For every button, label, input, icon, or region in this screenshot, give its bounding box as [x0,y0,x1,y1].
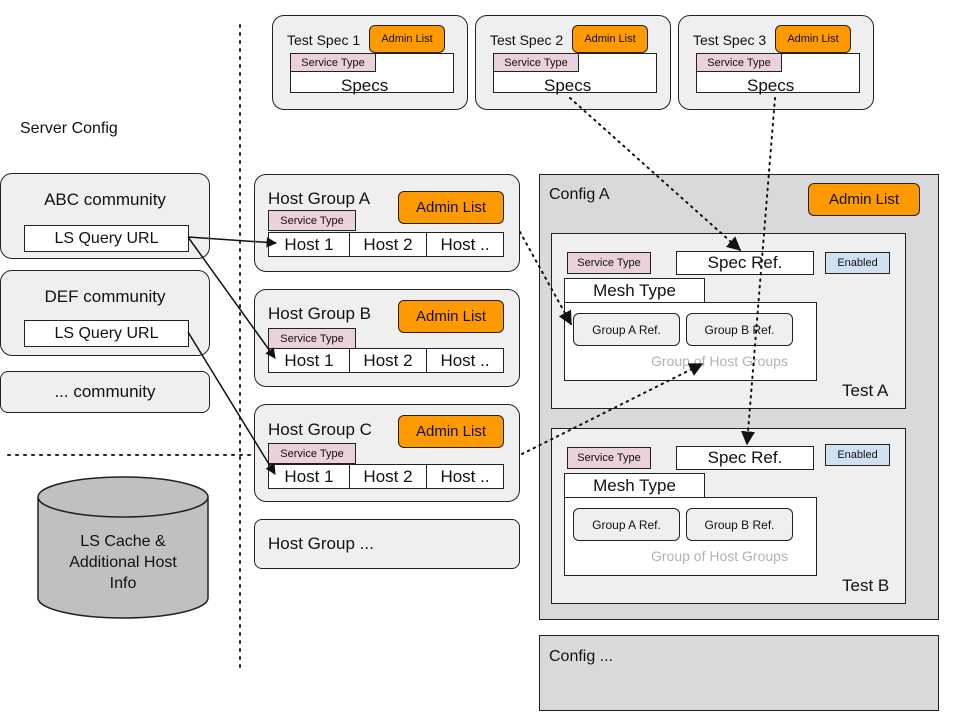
mesh-type-box: Mesh Type [564,278,705,303]
admin-list-badge: Admin List [369,25,445,53]
group-of-host-groups: Group A Ref. Group B Ref. Group of Host … [564,302,817,381]
test-spec-2: Test Spec 2 Admin List Service Type Spec… [475,15,671,110]
host-cell: Host 1 [268,348,350,373]
service-type-badge: Service Type [696,53,782,72]
ls-query-url: LS Query URL [24,225,189,252]
test-spec-3: Test Spec 3 Admin List Service Type Spec… [678,15,874,110]
service-type-badge: Service Type [290,53,376,72]
config-more: Config ... [539,635,939,711]
service-type-badge: Service Type [567,447,651,469]
host-group-title: Host Group C [268,420,372,439]
cache-line-1: LS Cache & [80,533,166,550]
host-cell: Host 1 [268,232,350,257]
host-group-title: Host Group B [268,304,371,323]
enabled-badge: Enabled [825,252,890,274]
ls-cache-database-icon [37,476,209,619]
service-type-badge: Service Type [268,443,356,464]
cache-line-2: Additional Host [69,554,177,571]
host-group-c: Host Group C Admin List Service Type Hos… [254,404,520,502]
test-b: Service Type Spec Ref. Enabled Mesh Type… [551,428,906,604]
admin-list-badge: Admin List [398,415,504,448]
host-cell: Host .. [426,232,504,257]
server-config-label: Server Config [20,120,118,137]
admin-list-badge: Admin List [775,25,851,53]
specs-label: Specs [747,76,795,95]
host-group-more: Host Group ... [254,519,520,569]
test-name: Test B [842,576,890,595]
admin-list-badge: Admin List [808,183,920,216]
host-group-b: Host Group B Admin List Service Type Hos… [254,289,520,387]
group-of-host-groups-label: Group of Host Groups [651,353,788,369]
group-b-ref: Group B Ref. [686,313,793,346]
config-title: Config ... [549,648,614,665]
group-b-ref: Group B Ref. [686,508,793,541]
test-a: Service Type Spec Ref. Enabled Mesh Type… [551,233,906,409]
service-type-badge: Service Type [567,252,651,274]
host-group-a: Host Group A Admin List Service Type Hos… [254,174,520,272]
community-more: ... community [0,371,210,413]
mesh-type-box: Mesh Type [564,473,705,498]
group-of-host-groups: Group A Ref. Group B Ref. Group of Host … [564,497,817,576]
service-type-badge: Service Type [493,53,579,72]
spec-ref-box: Spec Ref. [676,251,814,275]
test-spec-title: Test Spec 3 [693,32,767,48]
host-cell: Host 1 [268,464,350,489]
config-title: Config A [549,186,610,203]
community-name: DEF community [44,287,166,306]
admin-list-badge: Admin List [572,25,648,53]
community-def: DEF community LS Query URL [0,270,210,356]
host-cell: Host 2 [349,232,427,257]
specs-label: Specs [544,76,592,95]
community-abc: ABC community LS Query URL [0,173,210,259]
host-cell: Host 2 [349,464,427,489]
test-spec-1: Test Spec 1 Admin List Service Type Spec… [272,15,468,110]
host-group-title: Host Group ... [268,534,374,553]
group-a-ref: Group A Ref. [573,313,680,346]
test-spec-title: Test Spec 2 [490,32,564,48]
enabled-badge: Enabled [825,444,890,466]
cache-line-3: Info [109,575,137,592]
admin-list-badge: Admin List [398,191,504,224]
service-type-badge: Service Type [268,210,356,231]
service-type-badge: Service Type [268,328,356,349]
host-cell: Host 2 [349,348,427,373]
spec-ref-box: Spec Ref. [676,446,814,470]
group-a-ref: Group A Ref. [573,508,680,541]
test-spec-title: Test Spec 1 [287,32,361,48]
test-name: Test A [842,381,889,400]
host-group-title: Host Group A [268,189,371,208]
admin-list-badge: Admin List [398,300,504,333]
config-a: Config A Admin List Service Type Spec Re… [539,174,939,620]
specs-label: Specs [341,76,389,95]
group-of-host-groups-label: Group of Host Groups [651,548,788,564]
host-cell: Host .. [426,464,504,489]
host-cell: Host .. [426,348,504,373]
ls-query-url: LS Query URL [24,320,189,347]
community-name: ABC community [44,190,166,209]
